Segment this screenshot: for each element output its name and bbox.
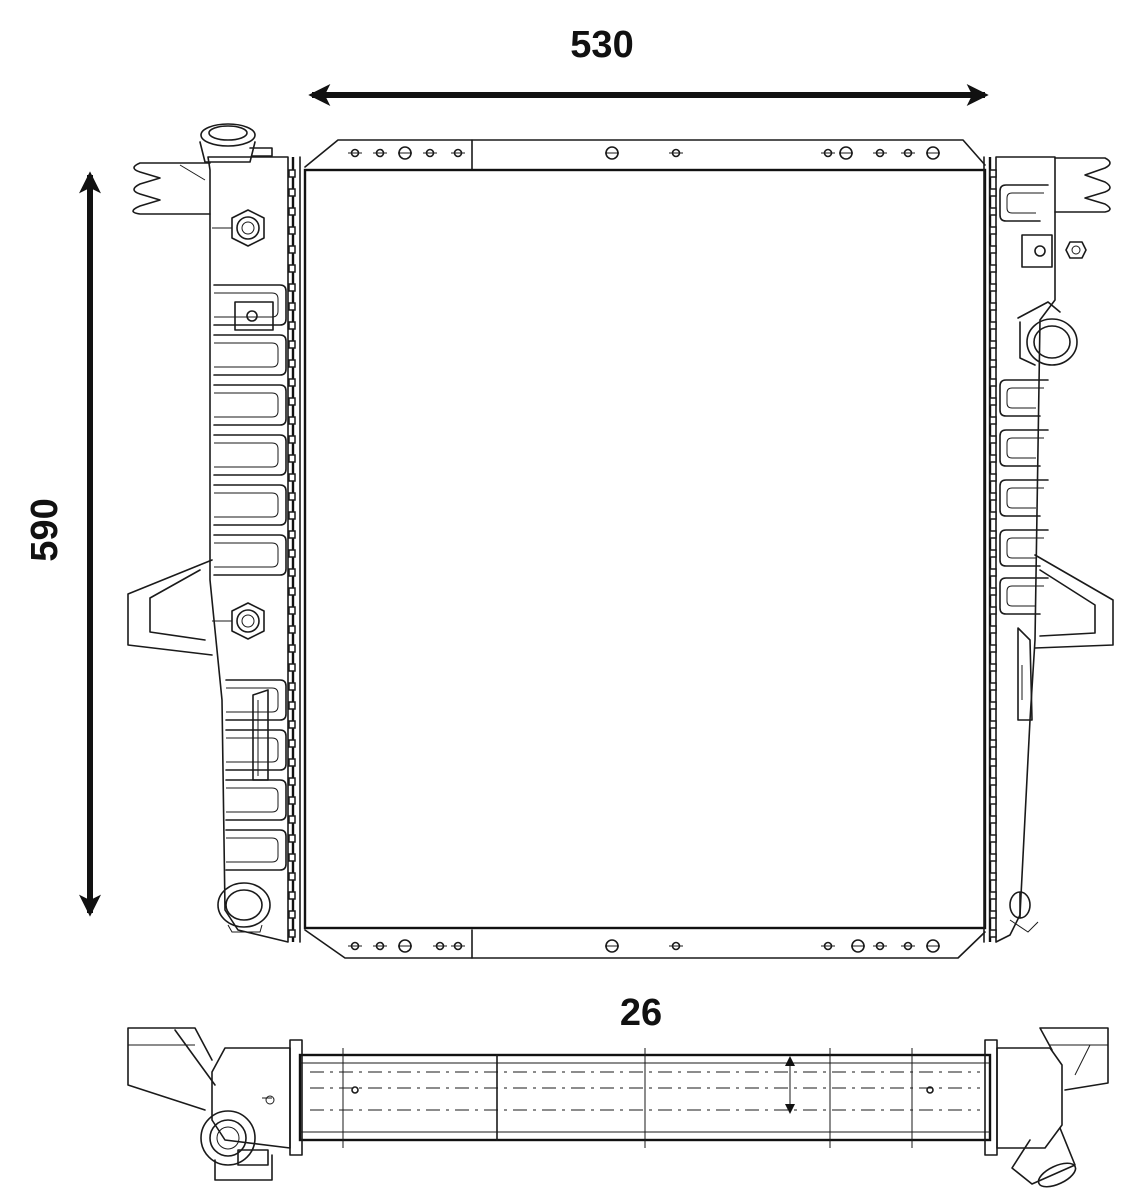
left-tank-clip bbox=[234, 301, 274, 331]
right-bleed-fitting bbox=[1021, 234, 1087, 268]
lower-outlet-pipe bbox=[217, 882, 271, 933]
left-tank-coolant-channels bbox=[213, 284, 287, 871]
right-tank-coolant-channels bbox=[999, 184, 1049, 615]
right-tank-notches bbox=[989, 169, 997, 938]
radiator-top-view bbox=[127, 1027, 1109, 1188]
radiator-front-view bbox=[127, 123, 1114, 959]
upper-hex-fitting bbox=[212, 209, 265, 247]
right-drain-fitting bbox=[1009, 891, 1039, 933]
height-dimension-label: 590 bbox=[24, 498, 66, 561]
left-top-bracket bbox=[132, 162, 211, 215]
left-tank-lower-tab bbox=[252, 689, 269, 781]
right-tank-lower-tab bbox=[1017, 627, 1033, 721]
upper-inlet-pipe bbox=[1017, 301, 1078, 366]
radiator-core bbox=[303, 168, 987, 930]
left-side-tank bbox=[207, 156, 301, 943]
left-tank-notches bbox=[288, 169, 296, 938]
right-side-tank bbox=[983, 156, 1056, 943]
mounting-holes bbox=[348, 146, 940, 953]
width-dimension: 530 bbox=[308, 24, 989, 106]
right-mid-mounting-bracket bbox=[1034, 554, 1114, 649]
filler-cap bbox=[199, 123, 273, 163]
top-mounting-bar bbox=[304, 139, 986, 171]
width-dimension-label: 530 bbox=[570, 24, 633, 66]
bottom-mounting-bar bbox=[304, 929, 986, 959]
left-mid-mounting-bracket bbox=[127, 559, 213, 656]
lower-hex-fitting bbox=[212, 602, 265, 640]
height-dimension: 590 bbox=[24, 171, 101, 917]
right-top-bracket bbox=[1054, 157, 1111, 213]
depth-dimension-label: 26 bbox=[620, 992, 662, 1034]
